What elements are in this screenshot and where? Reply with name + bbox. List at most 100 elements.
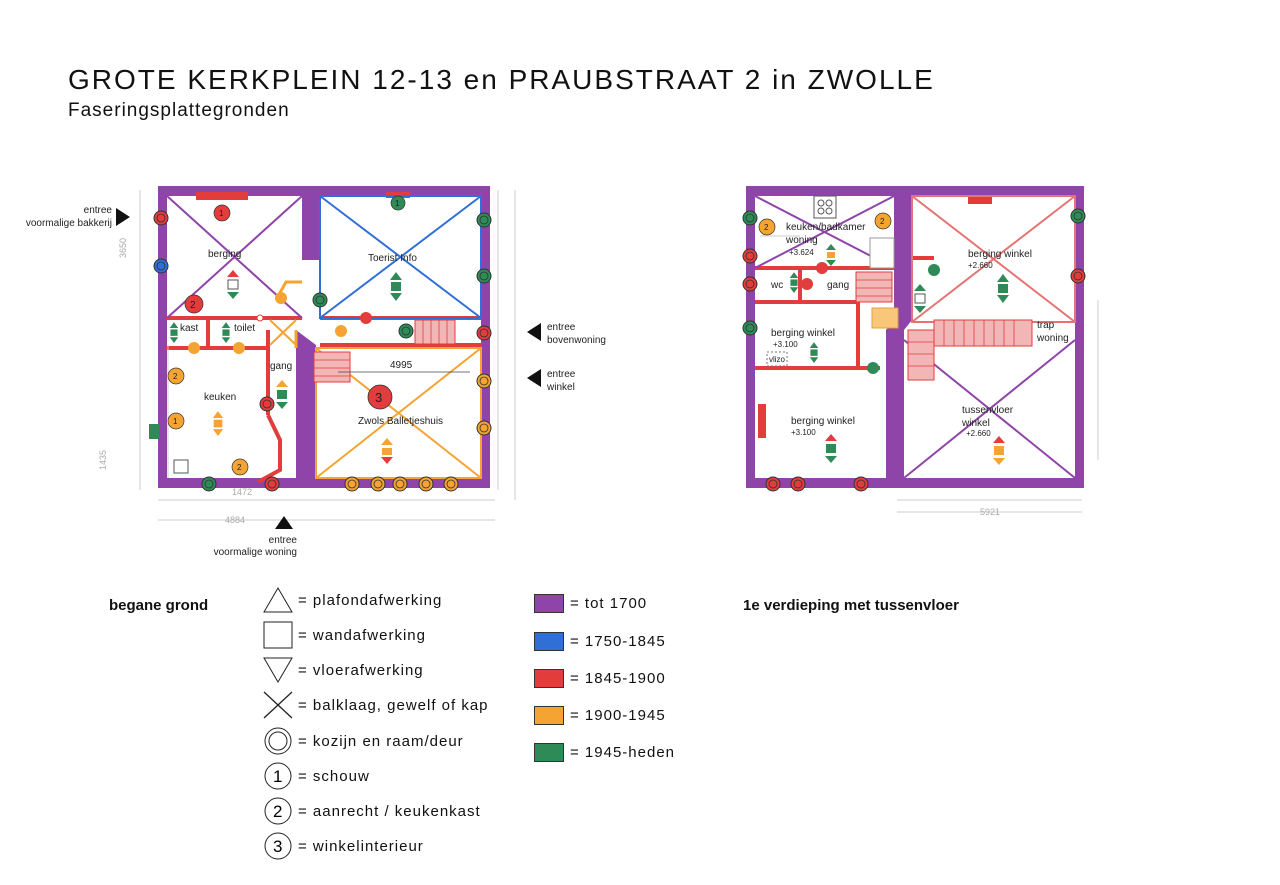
- circle-2-icon: 2: [264, 797, 292, 825]
- dim-1435: 1435: [98, 450, 108, 470]
- room-toerist-info: Toerist Info: [368, 253, 417, 264]
- circle-1-icon: 1: [264, 762, 292, 790]
- room-berging-winkel-tr: berging winkel: [968, 249, 1032, 260]
- legend-row-vloer: = vloerafwerking: [262, 656, 424, 684]
- caption-eerste-verdieping: 1e verdieping met tussenvloer: [743, 597, 959, 614]
- legend-row-kozijn: = kozijn en raam/deur: [262, 726, 464, 756]
- legend-row-winkelinterieur: 3 = winkelinterieur: [262, 831, 424, 861]
- fixture-marker-2-right: 2: [874, 212, 892, 230]
- finish-stacks-first: [789, 244, 1009, 465]
- legend-row-schouw: 1 = schouw: [262, 761, 370, 791]
- swatch-1900-1945: [534, 706, 564, 725]
- door-markers-ground: [188, 292, 372, 354]
- svg-text:3: 3: [375, 390, 382, 405]
- fixture-marker-1c: 1: [167, 412, 185, 430]
- legend-period-tot-1700: = tot 1700: [534, 594, 647, 613]
- ground-floor-plan: 3650 1435 4884 1472: [26, 186, 606, 558]
- dim-3650: 3650: [118, 238, 128, 258]
- entrance-winkel-line2: winkel: [546, 382, 575, 393]
- fixture-marker-2b: 2: [167, 367, 185, 385]
- cross-icon: [263, 691, 293, 719]
- room-keuken-woning: woning: [785, 235, 818, 246]
- room-gang-first: gang: [827, 280, 849, 291]
- legend-label-wand: = wandafwerking: [298, 626, 426, 644]
- entrance-boven-line1: entree: [547, 322, 576, 333]
- swatch-1750-1845: [534, 632, 564, 651]
- swatch-tot-1700: [534, 594, 564, 613]
- svg-text:2: 2: [764, 223, 769, 232]
- entrance-bakkerij-line2: voormalige bakkerij: [26, 218, 112, 229]
- finish-stacks-ground: [169, 270, 402, 464]
- legend-period-1945-heden: = 1945-heden: [534, 743, 675, 762]
- dim-4995: 4995: [390, 360, 413, 371]
- room-wc: wc: [770, 280, 783, 291]
- room-berging: berging: [208, 249, 241, 260]
- entrance-woning-line2: voormalige woning: [214, 547, 297, 558]
- fixture-marker-2-left: 2: [758, 218, 776, 236]
- room-trap-woning: woning: [1036, 333, 1069, 344]
- entrance-woning-line1: entree: [269, 535, 298, 546]
- fixture-marker-1b: 1: [390, 195, 406, 211]
- legend-label-kozijn: = kozijn en raam/deur: [298, 732, 464, 750]
- room-berging-winkel-tr-level: +2.660: [968, 261, 993, 270]
- fixture-marker-2a: 2: [184, 294, 204, 314]
- swatch-1845-1900: [534, 669, 564, 688]
- room-balletjeshuis: Zwols Balletjeshuis: [358, 416, 443, 427]
- room-tussenvloer-winkel: winkel: [961, 418, 990, 429]
- room-trap: trap: [1037, 320, 1055, 331]
- fixture-marker-2c: 2: [231, 458, 249, 476]
- window-markers-ground: [153, 210, 492, 492]
- entrance-winkel-line1: entree: [547, 369, 576, 380]
- legend-label-winkelinterieur: = winkelinterieur: [298, 837, 424, 855]
- room-tussenvloer-level: +2.660: [966, 429, 991, 438]
- legend-period-1845-1900: = 1845-1900: [534, 669, 666, 688]
- entrance-bakkerij-arrow: [116, 208, 130, 226]
- svg-text:1: 1: [173, 417, 178, 426]
- square-icon: [263, 621, 293, 649]
- room-gang: gang: [270, 361, 292, 372]
- svg-text:2: 2: [273, 802, 283, 821]
- caption-begane-grond: begane grond: [109, 597, 209, 614]
- legend-row-aanrecht: 2 = aanrecht / keukenkast: [262, 796, 481, 826]
- double-circle-icon: [264, 727, 292, 755]
- legend-period-1750-1845: = 1750-1845: [534, 632, 666, 651]
- legend-row-balklaag: = balklaag, gewelf of kap: [262, 690, 489, 720]
- dim-1472: 1472: [232, 487, 252, 497]
- room-kast: kast: [180, 323, 199, 334]
- swatch-1945-heden: [534, 743, 564, 762]
- room-tussenvloer: tussenvloer: [962, 405, 1014, 416]
- entrance-boven-arrow: [527, 323, 541, 341]
- legend-label-plafond: = plafondafwerking: [298, 591, 443, 609]
- room-toilet: toilet: [234, 323, 255, 334]
- page-subtitle: Faseringsplattegronden: [68, 100, 290, 121]
- svg-text:3: 3: [273, 837, 283, 856]
- entrance-bakkerij-line1: entree: [84, 205, 113, 216]
- legend-period-1900-1945: = 1900-1945: [534, 706, 666, 725]
- triangle-down-icon: [263, 657, 293, 683]
- room-berging-winkel-bl: berging winkel: [791, 416, 855, 427]
- door-markers-first: [801, 262, 940, 374]
- svg-text:1: 1: [395, 199, 400, 208]
- first-floor-plan: 5921: [742, 186, 1099, 517]
- svg-text:2: 2: [173, 372, 178, 381]
- room-berging-winkel-bl-level: +3.100: [791, 428, 816, 437]
- fixture-marker-1: 1: [213, 204, 231, 222]
- entrance-winkel-arrow: [527, 369, 541, 387]
- circle-3-icon: 3: [264, 832, 292, 860]
- triangle-up-icon: [263, 587, 293, 613]
- vlizo-label: vlizo: [769, 355, 786, 364]
- room-berging-winkel-ml-level: +3.100: [773, 340, 798, 349]
- entrance-boven-line2: bovenwoning: [547, 335, 606, 346]
- legend-row-plafond: = plafondafwerking: [262, 586, 442, 614]
- legend-label-aanrecht: = aanrecht / keukenkast: [298, 802, 481, 820]
- room-keuken-level: +3.624: [789, 248, 814, 257]
- legend-row-wand: = wandafwerking: [262, 620, 426, 650]
- dim-5921: 5921: [980, 507, 1000, 517]
- page-title: GROTE KERKPLEIN 12-13 en PRAUBSTRAAT 2 i…: [68, 64, 935, 95]
- svg-text:1: 1: [219, 209, 224, 218]
- svg-text:2: 2: [880, 217, 885, 226]
- room-keuken: keuken: [204, 392, 236, 403]
- svg-text:1: 1: [273, 767, 283, 786]
- svg-text:2: 2: [190, 300, 196, 311]
